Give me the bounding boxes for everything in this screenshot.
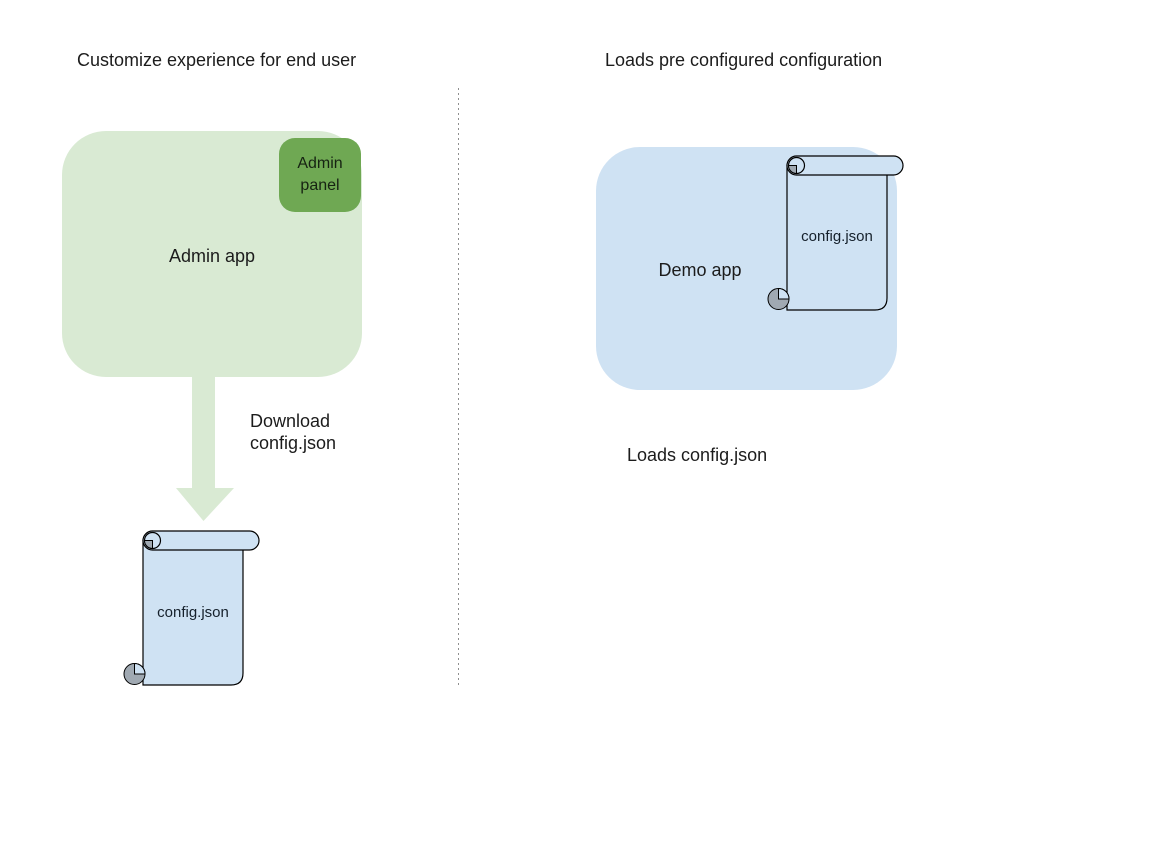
admin-app-label: Admin app [168, 246, 256, 266]
right-section-title: Loads pre configured configuration [605, 50, 883, 70]
download-arrow-label-line2: config.json [250, 433, 337, 453]
loads-config-caption: Loads config.json [627, 445, 768, 465]
config-file-label: config.json [801, 228, 873, 245]
section-divider [458, 88, 459, 687]
download-arrow-label: Download config.json [250, 410, 336, 454]
config-file-label: config.json [157, 604, 229, 621]
admin-panel-label: Admin panel [297, 155, 343, 194]
config-file-scroll-icon [767, 155, 904, 311]
admin-panel-badge: Admin panel [279, 138, 361, 212]
download-arrow-label-line1: Download [250, 411, 331, 431]
config-file-scroll-icon [123, 530, 260, 686]
left-section-title: Customize experience for end user [77, 50, 357, 70]
download-arrow-icon [176, 376, 234, 521]
demo-app-label: Demo app [658, 260, 742, 280]
